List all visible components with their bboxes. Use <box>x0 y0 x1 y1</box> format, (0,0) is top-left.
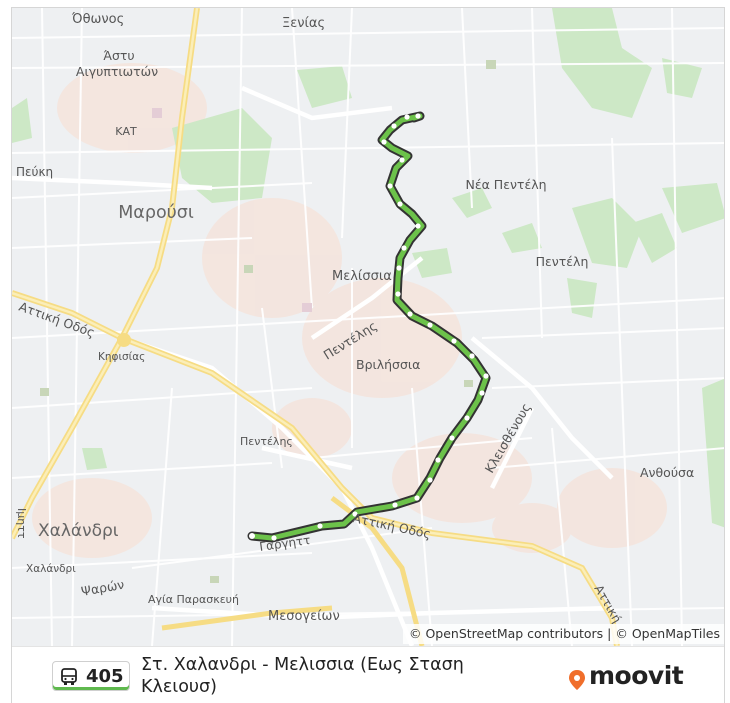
brand-name: moovit <box>589 661 684 690</box>
route-stop[interactable] <box>469 353 475 359</box>
map-attribution[interactable]: © OpenStreetMap contributors | © OpenMap… <box>402 624 724 644</box>
bus-route-405[interactable] <box>247 111 491 543</box>
route-stop[interactable] <box>381 139 387 145</box>
label-agia-paraskevi: Αγία Παρασκευή <box>148 593 239 606</box>
route-stop[interactable] <box>427 477 433 483</box>
label-vrilissia: Βριλήσσια <box>356 357 420 372</box>
label-chalandri: Χαλάνδρι <box>38 521 119 541</box>
label-chalandri-small: Χαλάνδρι <box>26 563 76 575</box>
label-penteli: Πεντέλη <box>536 254 589 269</box>
route-footer: 405 Στ. Χαλανδρι - Μελισσια (Εως Σταση Κ… <box>12 646 724 703</box>
route-stop[interactable] <box>404 114 410 120</box>
route-stop[interactable] <box>435 457 441 463</box>
label-imit: Ιμηττ <box>15 508 28 539</box>
route-stop[interactable] <box>415 223 421 229</box>
parks <box>12 8 724 528</box>
route-stop[interactable] <box>427 322 433 328</box>
label-pefki: Πεύκη <box>16 165 53 179</box>
route-stops <box>249 113 489 541</box>
label-marousi: Μαρούσι <box>118 203 194 223</box>
label-pentelis-2: Πεντέλης <box>240 435 293 448</box>
route-stop[interactable] <box>415 113 421 119</box>
route-stop[interactable] <box>392 502 398 508</box>
map-canvas: Όθωνος Ξενίας Άστυ Αιγυπτιωτών ΚΑΤ Πεύκη… <box>12 8 724 646</box>
route-stop[interactable] <box>414 495 420 501</box>
main-roads <box>12 85 614 646</box>
route-stop[interactable] <box>449 435 455 441</box>
label-mesogeion: Μεσογείων <box>268 609 340 624</box>
route-stop[interactable] <box>483 373 489 379</box>
label-nea-penteli: Νέα Πεντέλη <box>465 177 546 192</box>
route-stop[interactable] <box>387 183 393 189</box>
route-stop[interactable] <box>396 265 402 271</box>
route-stop[interactable] <box>391 123 397 129</box>
label-othonos: Όθωνος <box>71 12 124 27</box>
highways <box>12 8 620 646</box>
kifisias-junction <box>117 333 131 347</box>
building-marks <box>152 108 312 312</box>
map-card: Όθωνος Ξενίας Άστυ Αιγυπτιωτών ΚΑΤ Πεύκη… <box>11 7 725 703</box>
route-stop[interactable] <box>451 338 457 344</box>
route-name: Στ. Χαλανδρι - Μελισσια (Εως Σταση Κλειο… <box>141 655 464 697</box>
route-stop[interactable] <box>407 311 413 317</box>
route-stop[interactable] <box>395 291 401 297</box>
label-anthousa: Ανθούσα <box>640 465 694 480</box>
label-asty: Άστυ <box>103 48 134 63</box>
route-stop[interactable] <box>399 157 405 163</box>
line-badge: 405 <box>52 661 130 691</box>
bus-icon <box>61 668 77 685</box>
route-map[interactable]: Όθωνος Ξενίας Άστυ Αιγυπτιωτών ΚΑΤ Πεύκη… <box>12 8 724 646</box>
landmark-marks <box>40 60 496 583</box>
moovit-logo[interactable]: moovit <box>568 661 688 693</box>
label-melissia: Μελίσσια <box>332 269 392 284</box>
route-stop[interactable] <box>271 535 277 541</box>
route-stop[interactable] <box>401 245 407 251</box>
route-stop[interactable] <box>249 533 255 539</box>
line-number: 405 <box>86 666 124 687</box>
route-stop[interactable] <box>317 523 323 529</box>
label-xenias: Ξενίας <box>282 16 325 31</box>
label-aigyptioton: Αιγυπτιωτών <box>76 64 158 79</box>
label-kat: ΚΑΤ <box>115 125 137 138</box>
route-stop[interactable] <box>397 201 403 207</box>
label-kifisias: Κηφισίας <box>98 351 145 363</box>
label-psaron: Ψαρών <box>80 577 125 599</box>
route-stop[interactable] <box>479 390 485 396</box>
moovit-pin-icon <box>569 670 585 690</box>
route-stop[interactable] <box>464 415 470 421</box>
route-stop[interactable] <box>352 511 358 517</box>
